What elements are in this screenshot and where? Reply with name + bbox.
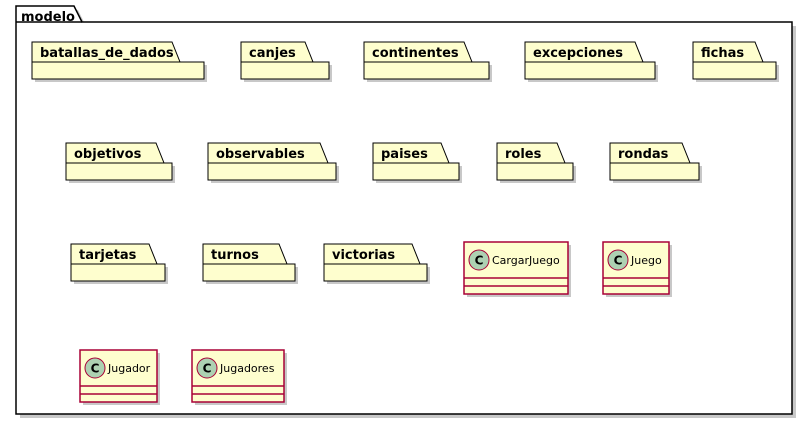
class-stereotype-letter: C	[614, 254, 623, 268]
class-stereotype-circle-icon	[468, 249, 490, 271]
package-body	[496, 162, 574, 181]
package-excepciones: excepciones	[524, 41, 658, 82]
class-stereotype-circle-icon	[196, 357, 218, 379]
class-cargarjuego: C CargarJuego	[463, 241, 571, 297]
outer-package-title: modelo	[21, 10, 75, 25]
package-observables: observables	[207, 142, 339, 183]
package-fichas: fichas	[692, 41, 779, 82]
package-label: roles	[505, 147, 542, 162]
class-name: Juego	[630, 254, 662, 267]
outer-package-frame	[15, 5, 793, 415]
package-body	[692, 61, 777, 80]
package-label: excepciones	[533, 46, 623, 61]
package-label: rondas	[618, 147, 669, 162]
package-paises: paises	[372, 142, 462, 183]
package-victorias: victorias	[323, 243, 430, 284]
package-body	[609, 162, 700, 181]
package-canjes: canjes	[240, 41, 332, 82]
package-roles: roles	[496, 142, 576, 183]
package-label: continentes	[372, 46, 459, 61]
package-batallas-de-dados: batallas_de_dados	[31, 41, 207, 82]
class-stereotype-circle-icon	[607, 249, 629, 271]
class-juego: C Juego	[602, 241, 672, 297]
package-body	[372, 162, 460, 181]
package-continentes: continentes	[363, 41, 492, 82]
class-name: Jugador	[107, 362, 151, 375]
package-rondas: rondas	[609, 142, 702, 183]
package-label: fichas	[701, 46, 744, 61]
package-label: objetivos	[74, 147, 142, 162]
class-jugadores: C Jugadores	[191, 349, 287, 405]
package-body	[31, 61, 205, 80]
package-body	[240, 61, 330, 80]
package-body	[65, 162, 173, 181]
package-body	[202, 263, 296, 282]
package-tarjetas: tarjetas	[70, 243, 168, 284]
package-label: canjes	[249, 46, 296, 61]
package-label: victorias	[332, 248, 395, 263]
package-label: observables	[216, 147, 305, 162]
package-body	[363, 61, 490, 80]
package-label: turnos	[211, 248, 259, 263]
class-stereotype-letter: C	[475, 254, 484, 268]
class-name: Jugadores	[219, 362, 275, 375]
package-body	[524, 61, 656, 80]
package-turnos: turnos	[202, 243, 298, 284]
package-body	[70, 263, 166, 282]
class-stereotype-letter: C	[91, 362, 100, 376]
class-stereotype-circle-icon	[84, 357, 106, 379]
diagram-content: batallas_de_dados canjes continentes excepc…	[31, 41, 779, 405]
package-body	[207, 162, 337, 181]
package-label: paises	[381, 147, 428, 162]
outer-package-modelo: modelo	[15, 5, 796, 418]
class-stereotype-letter: C	[203, 362, 212, 376]
class-name: CargarJuego	[492, 254, 560, 267]
package-label: tarjetas	[79, 248, 137, 263]
package-objetivos: objetivos	[65, 142, 175, 183]
package-body	[323, 263, 428, 282]
package-label: batallas_de_dados	[40, 46, 174, 61]
class-jugador: C Jugador	[79, 349, 160, 405]
